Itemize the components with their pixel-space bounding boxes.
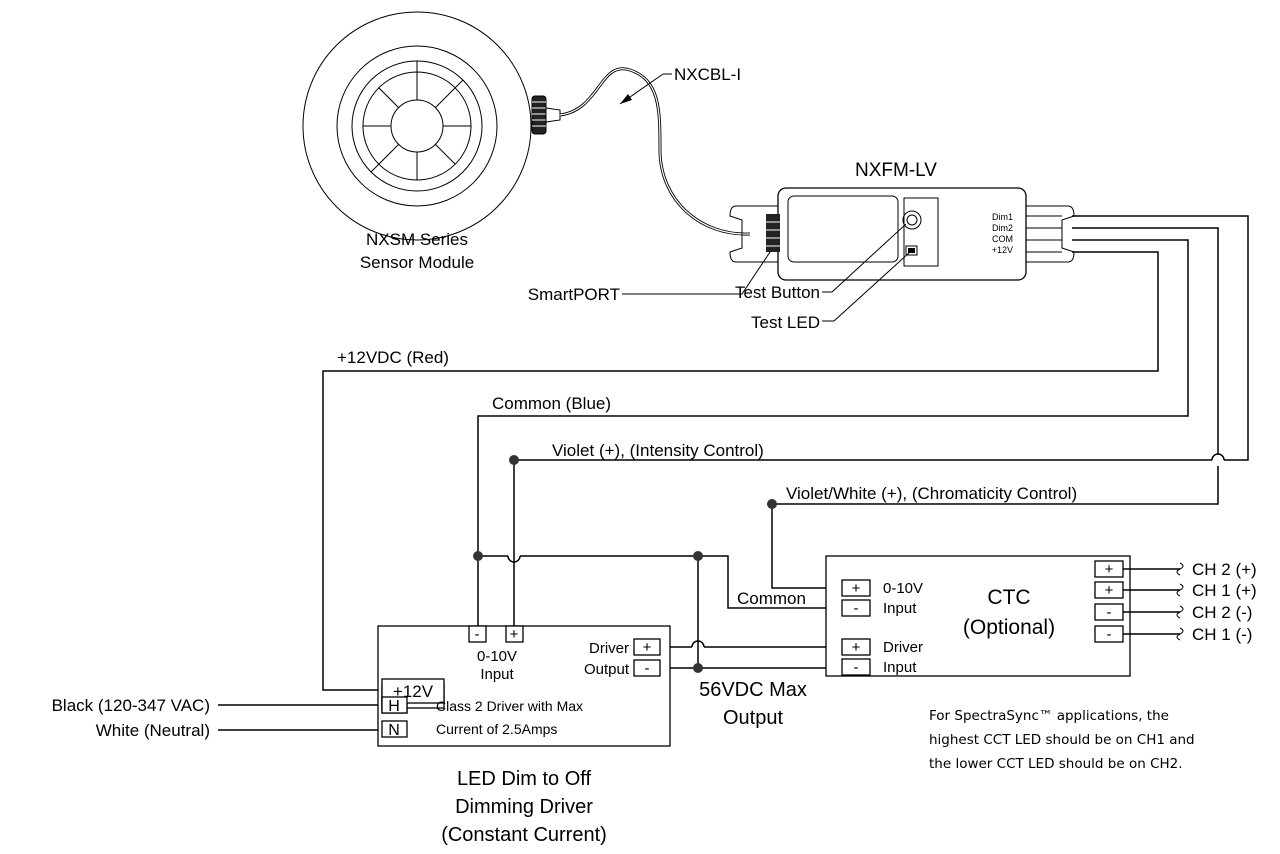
driver-h-terminal: H (388, 698, 400, 715)
junction-dots (473, 455, 777, 673)
ctc-title-line2: (Optional) (963, 616, 1055, 639)
ctc-ch1-minus: CH 1 (-) (1192, 625, 1252, 644)
ctc-input-minus: - (854, 600, 859, 617)
pin-com: COM (992, 234, 1013, 244)
ctc-channel-leads (1123, 562, 1184, 641)
wire-violet-white-label: Violet/White (+), (Chromaticity Control) (786, 484, 1077, 503)
ctc-ch2-plus: CH 2 (+) (1192, 560, 1257, 579)
driver-class-line2: Current of 2.5Amps (436, 721, 557, 737)
cable-connector (531, 95, 561, 135)
ctc-input-word: Input (883, 600, 917, 617)
output-label-line1: 56VDC Max (699, 679, 807, 701)
ctc-driver-input-word: Input (883, 659, 917, 676)
wire-violet-label: Violet (+), (Intensity Control) (552, 441, 764, 460)
wire-red-label: +12VDC (Red) (337, 348, 449, 367)
ctc-ch1-minus-sign: - (1107, 626, 1112, 643)
test-button-label: Test Button (735, 283, 820, 302)
wire-driver-output (660, 640, 842, 669)
ctc-ch2-plus-sign: + (1105, 561, 1114, 578)
driver-output-driver: Driver (589, 640, 629, 657)
wire-black-label: Black (120-347 VAC) (52, 696, 210, 715)
wire-white-label: White (Neutral) (96, 721, 210, 740)
sensor-title-line2: Sensor Module (360, 253, 474, 272)
pin-12v: +12V (992, 245, 1013, 255)
wire-blue-common (477, 239, 1189, 626)
test-led-label: Test LED (751, 313, 820, 332)
pin-dim2: Dim2 (992, 223, 1013, 233)
driver-caption-line2: Dimming Driver (455, 796, 593, 818)
driver-input-line1: 0-10V (477, 648, 517, 665)
note-line2: highest CCT LED should be on CH1 and (929, 732, 1195, 748)
wire-red-12vdc (322, 251, 1159, 691)
wire-common-label: Common (737, 589, 806, 608)
driver-input-minus: - (475, 626, 480, 643)
driver-output-output: Output (584, 661, 630, 678)
ctc-input-0-10v: 0-10V (883, 580, 923, 597)
ctc-driver-word: Driver (883, 639, 923, 656)
ctc-driver-plus: + (852, 639, 861, 656)
note-line1: For SpectraSync™ applications, the (929, 708, 1169, 724)
driver-class-line1: Class 2 Driver with Max (436, 698, 583, 714)
driver-12v-terminal: +12V (393, 682, 434, 701)
wire-common-bridge (478, 555, 842, 668)
driver-input-plus: + (510, 626, 519, 643)
cable-label: NXCBL-I (674, 65, 741, 84)
driver-input-line2: Input (480, 666, 514, 683)
output-label-line2: Output (723, 707, 783, 729)
sensor-module (302, 11, 532, 241)
smartport-label: SmartPORT (528, 285, 620, 304)
module-title: NXFM-LV (855, 160, 937, 181)
wire-violet-white-chromaticity (771, 227, 1219, 589)
driver-output-plus: + (643, 639, 652, 656)
ctc-ch1-plus-sign: + (1105, 582, 1114, 599)
ctc-ch2-minus: CH 2 (-) (1192, 603, 1252, 622)
driver-caption-line3: (Constant Current) (441, 824, 607, 846)
ctc-ch1-plus: CH 1 (+) (1192, 581, 1257, 600)
pin-dim1: Dim1 (992, 212, 1013, 222)
ctc-title-line1: CTC (987, 586, 1030, 609)
ctc-input-plus: + (852, 580, 861, 597)
sensor-title-line1: NXSM Series (366, 230, 468, 249)
wire-blue-label: Common (Blue) (492, 394, 611, 413)
driver-output-minus: - (645, 660, 650, 677)
wire-mains (218, 704, 378, 731)
driver-caption-line1: LED Dim to Off (457, 768, 592, 790)
ctc-driver-minus: - (854, 659, 859, 676)
ctc-module (825, 555, 1131, 677)
driver-n-terminal: N (388, 722, 400, 739)
note-line3: the lower CCT LED should be on CH2. (929, 756, 1183, 772)
ctc-ch2-minus-sign: - (1107, 604, 1112, 621)
nxfm-lv-module (729, 187, 1075, 281)
